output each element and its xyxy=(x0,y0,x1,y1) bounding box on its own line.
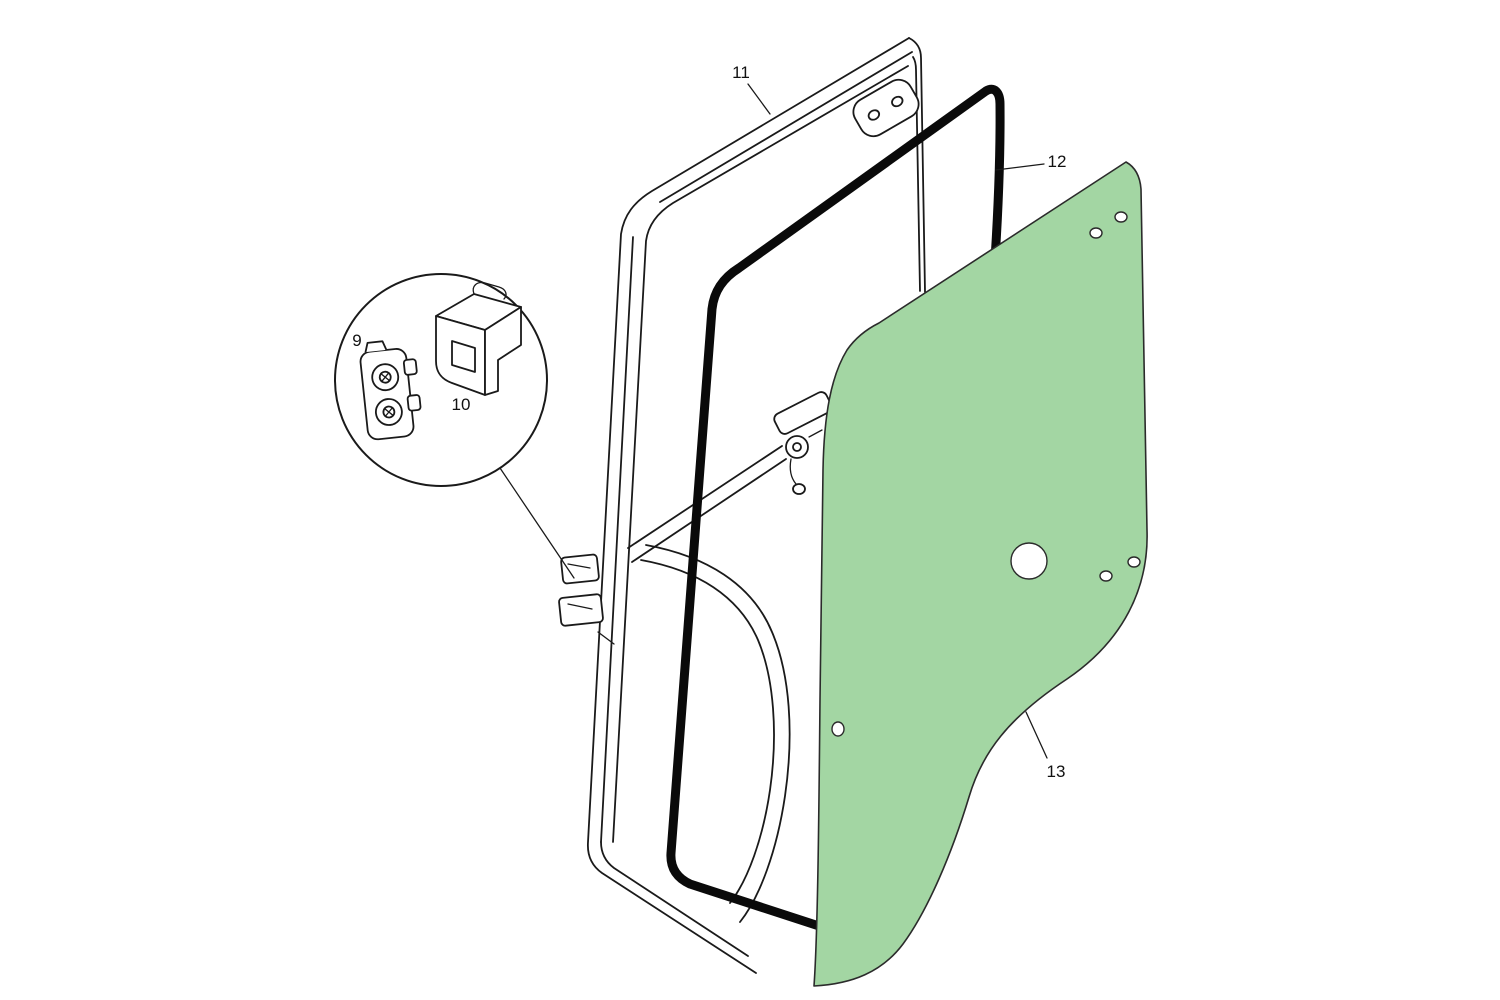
glass-hole-mid-1 xyxy=(1099,570,1113,582)
part-10-top-hook xyxy=(472,281,507,300)
hinge-detail-line-2 xyxy=(567,603,593,610)
frame-bottom-inner-edge xyxy=(600,841,749,957)
hinge-bracket-upper xyxy=(560,553,600,585)
part-9-tab-upper xyxy=(402,358,418,376)
glass-holes xyxy=(831,211,1141,737)
label-part-10: 10 xyxy=(452,395,471,414)
hinge-bracket-lower xyxy=(558,593,604,627)
detail-circle xyxy=(334,273,548,487)
detail-leader-line xyxy=(499,467,575,579)
frame-mounting-bracket xyxy=(852,78,920,138)
label-12-line xyxy=(995,163,1045,171)
part-9-drawing xyxy=(359,340,422,441)
part-9-top-tab xyxy=(364,340,388,353)
frame-top-inner-line xyxy=(659,51,913,203)
part-9-cross-upper xyxy=(380,372,391,383)
hinge-brackets xyxy=(558,553,615,645)
latch-knob xyxy=(792,483,806,495)
glass-hole-top-2 xyxy=(1114,211,1128,223)
frame-mid-rail-inner xyxy=(631,458,787,563)
latch-stem xyxy=(789,458,797,485)
part-10-drawing xyxy=(435,281,522,396)
glass-hole-top-1 xyxy=(1089,227,1103,239)
frame-outer-outline xyxy=(587,37,910,974)
door-latch xyxy=(773,391,833,495)
detail-view xyxy=(334,273,575,579)
latch-pin xyxy=(792,442,802,452)
glass-hole-mid-2 xyxy=(1127,556,1141,568)
glass-panel xyxy=(813,161,1148,987)
bracket-hole-left xyxy=(867,109,881,121)
hinge-detail-line-3 xyxy=(597,631,615,645)
lower-panel-contour-outer xyxy=(645,544,791,923)
label-part-9: 9 xyxy=(352,331,361,350)
part-10-edge-line xyxy=(497,351,511,361)
label-part-13: 13 xyxy=(1047,762,1066,781)
label-part-12: 12 xyxy=(1048,152,1067,171)
bracket-plate xyxy=(852,78,920,138)
latch-detail-line xyxy=(808,429,823,438)
glass-hole-left xyxy=(831,721,845,737)
glass-outline xyxy=(813,161,1148,987)
frame-window-inner-edge xyxy=(612,65,909,843)
hinge-detail-line-1 xyxy=(567,563,591,569)
bracket-hole-right xyxy=(891,95,904,108)
frame-right-edge xyxy=(908,37,926,293)
frame-left-inner-line xyxy=(600,236,634,843)
label-part-11: 11 xyxy=(732,63,750,82)
frame-mid-rail xyxy=(627,445,783,549)
glass-hole-handle xyxy=(1010,542,1048,580)
callout-labels: 9 10 11 12 13 xyxy=(352,63,1066,781)
part-10-cutout xyxy=(451,340,476,373)
label-13-line xyxy=(1025,711,1048,759)
frame-right-edge-inner xyxy=(912,56,921,292)
part-9-cross-lower xyxy=(383,406,394,418)
door-frame xyxy=(558,37,926,974)
lower-panel-contour-inner xyxy=(640,559,775,904)
part-9-tab-lower xyxy=(406,394,422,412)
label-11-line xyxy=(747,83,771,115)
